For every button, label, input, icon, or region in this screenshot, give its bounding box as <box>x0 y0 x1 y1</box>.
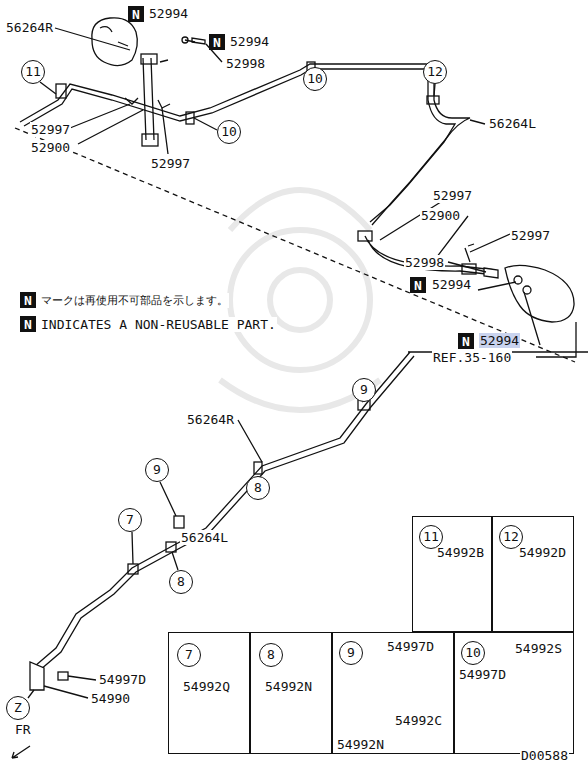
drawing-code: D00588 <box>520 748 569 763</box>
callout-circle: 7 <box>177 643 201 667</box>
inset-cell: 54992B11 <box>412 516 492 632</box>
callout-circle: 9 <box>352 378 376 402</box>
part-number: 54997D <box>98 672 147 687</box>
note-text: マークは再使用不可部品を示します。 <box>40 293 229 308</box>
part-number: 52998 <box>225 56 266 71</box>
note-text: INDICATES A NON-REUSABLE PART. <box>40 317 277 332</box>
part-number: 52997 <box>30 122 71 137</box>
inset-cell: 54992D12 <box>492 516 574 632</box>
callout-circle: 12 <box>423 60 447 84</box>
part-number: FR <box>14 722 32 737</box>
badge-letter: N <box>128 7 144 22</box>
callout-circle: 11 <box>21 60 45 84</box>
badge-letter: N <box>20 293 36 308</box>
callout-number: 10 <box>462 645 484 660</box>
callout-number: 9 <box>146 462 168 477</box>
part-number: 52994 <box>431 277 472 292</box>
inset-cell: 54992Q 7 <box>168 632 250 754</box>
callout-circle: 8 <box>246 476 270 500</box>
callout-circle: Z <box>6 696 30 720</box>
callout-number: 10 <box>218 124 240 139</box>
non-reusable-badge: N <box>458 333 474 349</box>
callout-number: 11 <box>420 529 442 544</box>
part-number: 56264R <box>5 20 54 35</box>
callout-number: 12 <box>500 529 522 544</box>
callout-number: 8 <box>247 480 269 495</box>
badge-letter: N <box>20 317 36 332</box>
part-number: 54992N <box>265 679 312 694</box>
callout-number: 10 <box>304 71 326 86</box>
part-number: 54992S <box>515 641 562 656</box>
non-reusable-badge: N <box>128 6 144 22</box>
callout-circle: 7 <box>118 508 142 532</box>
inset-cell: 54992N 8 <box>250 632 332 754</box>
callout-number: 9 <box>353 382 375 397</box>
part-number: 52997 <box>150 156 191 171</box>
callout-number: 11 <box>22 64 44 79</box>
part-number: 54990 <box>90 691 131 706</box>
part-number: 54992B <box>437 545 484 560</box>
part-number: 52997 <box>510 228 551 243</box>
part-number: 52994 <box>479 333 520 348</box>
callout-circle: 9 <box>145 458 169 482</box>
part-number: 52994 <box>148 6 189 21</box>
part-number: 54997D <box>459 667 506 682</box>
part-number: 52900 <box>420 208 461 223</box>
non-reusable-badge: N <box>20 292 36 308</box>
callout-circle: 9 <box>339 641 363 665</box>
callout-number: 7 <box>178 647 200 662</box>
part-number: 54992C <box>395 713 442 728</box>
part-number: 54997D <box>387 639 434 654</box>
callout-circle: 10 <box>217 120 241 144</box>
inset-cell: 54997D 54992C 54992N 9 <box>332 632 454 754</box>
badge-letter: N <box>458 334 474 349</box>
part-number: 54992N <box>337 737 384 752</box>
part-number: 56264L <box>180 530 229 545</box>
non-reusable-badge: N <box>20 316 36 332</box>
part-number: 52900 <box>30 140 71 155</box>
callout-circle: 10 <box>303 67 327 91</box>
inset-cell: 54992S 54997D 10 <box>454 632 574 754</box>
badge-letter: N <box>410 278 426 293</box>
part-number: 52997 <box>432 188 473 203</box>
callout-number: 8 <box>170 574 192 589</box>
part-number: 54992D <box>519 545 566 560</box>
callout-number: 12 <box>424 64 446 79</box>
callout-circle: 12 <box>499 525 523 549</box>
part-number: 52994 <box>229 34 270 49</box>
part-number: 54992Q <box>183 679 230 694</box>
part-number: 56264R <box>186 412 235 427</box>
callout-circle: 8 <box>259 643 283 667</box>
callout-circle: 11 <box>419 525 443 549</box>
callout-number: 8 <box>260 647 282 662</box>
part-number: REF.35-160 <box>432 350 512 365</box>
part-number: 56264L <box>488 116 537 131</box>
callout-number: Z <box>7 700 29 715</box>
callout-number: 9 <box>340 645 362 660</box>
part-number: 52998 <box>404 255 445 270</box>
callout-circle: 10 <box>461 641 485 665</box>
badge-letter: N <box>209 35 225 50</box>
callout-number: 7 <box>119 512 141 527</box>
non-reusable-badge: N <box>209 34 225 50</box>
callout-circle: 8 <box>169 570 193 594</box>
non-reusable-badge: N <box>410 277 426 293</box>
